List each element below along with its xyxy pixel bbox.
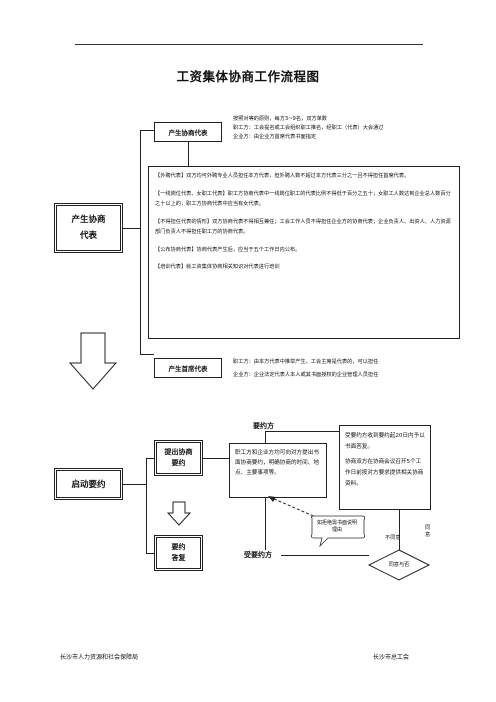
produce-reps-label-2: 代表: [79, 231, 97, 241]
offeree-label: 受要约方: [244, 551, 272, 559]
page-title: 工资集体协商工作流程图: [176, 69, 320, 84]
reply-line-1: 要约: [171, 543, 186, 551]
reply-line-2: 答复: [171, 554, 186, 562]
connector: [265, 431, 339, 432]
connector: [140, 354, 154, 355]
connector: [281, 555, 369, 556]
note-line: 企业方：企业法定代表人本人或其书面授权的企业管理人员担任: [233, 372, 379, 378]
rule-training: 【培训代表】就工资集体协商相关知识对代表进行培训: [155, 264, 280, 270]
note-line: 企业方：由企业方首席代表书面指定: [233, 134, 317, 140]
header-rule: [75, 44, 423, 45]
agree-or-not: 同意与否: [388, 561, 410, 568]
footer-right: 长沙市总工会: [373, 654, 410, 661]
dashed-arrow: [268, 496, 319, 519]
propose-line-2: 要约: [171, 459, 186, 467]
reply-offer-box: 要约 答复: [154, 535, 203, 571]
offeree-note-line: 受要约方收到要约起20日内予以书面答复。: [345, 433, 425, 450]
start-offer-label: 启动要约: [71, 480, 106, 490]
footer-left: 长沙市人力资源和社会保障局: [60, 654, 139, 661]
employer-rep-note: 按照对等的原则，每方3~9名，双方单数 职工方：工会提名或工会组织职工推名，经职…: [233, 115, 463, 142]
connector: [203, 458, 229, 459]
propose-offer-box: 提出协商 要约: [154, 440, 203, 476]
rule-prohibited: 【不得担任代表的情形】双方协商代表不得相互兼任；工会工作人员不得担任企业方的协商…: [155, 218, 451, 236]
employer-rep-label: 产生协商代表: [168, 129, 208, 137]
disagree-label: 不同意: [385, 535, 401, 541]
connector: [399, 510, 400, 550]
connector: [188, 142, 189, 166]
connector: [265, 431, 266, 443]
chief-rep-box: 产生首席代表: [154, 358, 222, 378]
decision-diamond: [367, 549, 431, 581]
connector: [123, 228, 140, 229]
produce-reps-box: 产生协商 代表: [54, 203, 123, 253]
offeror-label: 要约方: [253, 422, 274, 430]
chief-rep-label: 产生首席代表: [168, 365, 208, 373]
rule-frontline-female: 【一线岗位代表、女职工代表】职工方协商代表中一线岗位职工的代表比例不得低于百分之…: [155, 190, 451, 208]
connector: [265, 498, 266, 550]
connector: [140, 130, 154, 131]
connector: [146, 458, 147, 553]
chief-rep-note: 职工方：由本方代表中推举产生，工会主席是代表的，可以担任 企业方：企业法定代表人…: [233, 356, 473, 382]
connector: [146, 553, 154, 554]
down-arrow-icon: [68, 332, 118, 390]
agree-label: 同意: [425, 525, 431, 538]
offeree-note-line: 协商双方在协商会议召开5个工作日前按对方要求提供相关协商资料。: [345, 459, 424, 487]
propose-line-1: 提出协商: [164, 448, 193, 456]
connector: [146, 458, 154, 459]
rule-external: 【外聘代表】双方均可外聘专业人员担任本方代表，但外聘人数不超过本方代表三分之一且…: [155, 173, 410, 179]
offeror-note-box: 职工方和企业方均可向对方提出书面协商要约，明确协商的时间、地点、主要事项等。: [229, 443, 327, 498]
employer-rep-box: 产生协商代表: [154, 122, 222, 142]
down-arrow-icon: [166, 501, 192, 526]
offeror-note: 职工方和企业方均可向对方提出书面协商要约，明确协商的时间、地点、主要事项等。: [235, 450, 319, 476]
rule-publish: 【公布协商代表】协商代表产生后，应当于五个工作日内公布。: [155, 246, 301, 253]
reject-reason: 如拒绝需书面说明理由: [316, 520, 357, 533]
callout-bubble: [310, 515, 366, 548]
start-offer-box: 启动要约: [54, 468, 123, 500]
connector: [140, 130, 141, 354]
rules-box: 【外聘代表】双方均可外聘专业人员担任本方代表，但外聘人数不超过本方代表三分之一且…: [148, 166, 460, 339]
connector: [123, 484, 146, 485]
note-line: 职工方：由本方代表中推举产生，工会主席是代表的，可以担任: [233, 359, 379, 365]
note-line: 职工方：工会提名或工会组织职工推名，经职工（代表）大会通过: [233, 125, 384, 131]
note-line: 按照对等的原则，每方3~9名，双方单数: [233, 116, 327, 122]
offeree-note-box: 受要约方收到要约起20日内予以书面答复。 协商双方在协商会议召开5个工作日前按对…: [339, 425, 431, 510]
produce-reps-label-1: 产生协商: [71, 215, 106, 225]
